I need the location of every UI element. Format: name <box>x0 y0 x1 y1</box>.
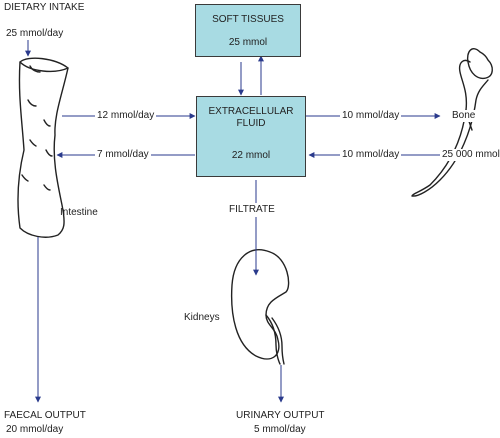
soft-tissues-box: SOFT TISSUES 25 mmol <box>195 4 301 57</box>
faecal-output-label: FAECAL OUTPUT <box>4 410 86 421</box>
bone-label: Bone <box>452 110 476 122</box>
dietary-intake-label: DIETARY INTAKE <box>4 2 85 13</box>
soft-tissues-title: SOFT TISSUES <box>212 14 284 25</box>
ecf-to-bone-rate: 10 mmol/day <box>340 110 402 122</box>
soft-tissues-value: 25 mmol <box>228 37 268 48</box>
urinary-output-rate: 5 mmol/day <box>254 424 306 435</box>
kidneys-label: Kidneys <box>184 312 220 323</box>
bone-value: 25 000 mmol <box>442 149 500 161</box>
ecf-title: EXTRACELLULAR FLUID <box>208 106 294 129</box>
bone-to-ecf-rate: 10 mmol/day <box>340 149 402 161</box>
flow-arrows <box>25 40 441 403</box>
urinary-output-label: URINARY OUTPUT <box>236 410 325 421</box>
ecf-value: 22 mmol <box>231 150 271 161</box>
dietary-intake-rate: 25 mmol/day <box>6 28 64 39</box>
ecf-to-intestine-rate: 7 mmol/day <box>95 149 151 161</box>
extracellular-fluid-box: EXTRACELLULAR FLUID 22 mmol <box>196 96 306 177</box>
faecal-output-rate: 20 mmol/day <box>6 424 64 435</box>
intestine-to-ecf-rate: 12 mmol/day <box>95 110 157 122</box>
kidney-illustration <box>230 249 290 365</box>
intestine-label: Intestine <box>60 207 98 218</box>
filtrate-label: FILTRATE <box>228 203 276 217</box>
bone-illustration <box>411 48 493 197</box>
intestine-illustration <box>17 57 69 238</box>
